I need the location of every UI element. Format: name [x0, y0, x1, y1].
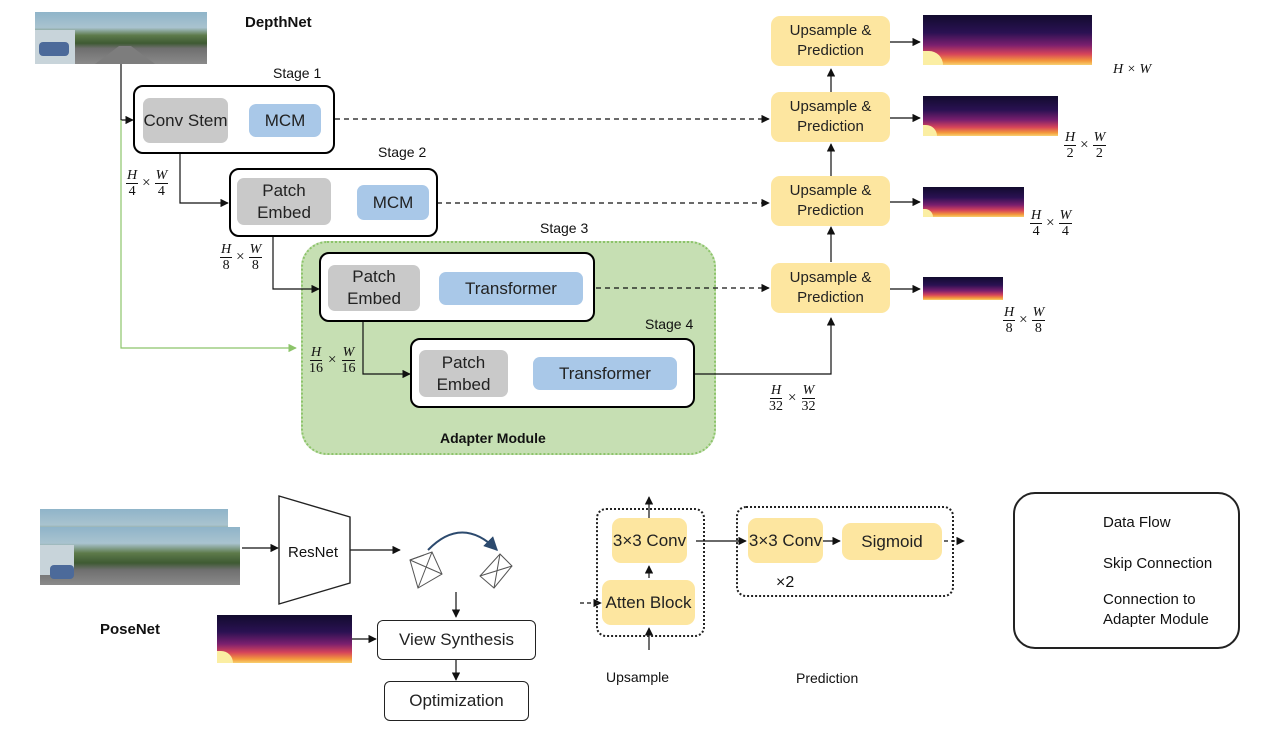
legend-adapter-connection: Connection to Adapter Module	[1103, 591, 1209, 628]
conv-stem-block: Conv Stem	[143, 98, 228, 143]
transformer-block-stage4: Transformer	[533, 357, 677, 390]
legend-data-flow: Data Flow	[1103, 514, 1171, 531]
depth-map-eighth	[923, 277, 1003, 300]
upsample-prediction-block-3: Upsample & Prediction	[771, 176, 890, 226]
legend-skip-connection: Skip Connection	[1103, 555, 1213, 572]
legend-box	[1013, 492, 1240, 649]
resnet-label: ResNet	[288, 544, 339, 561]
repeat-label: ×2	[776, 574, 795, 591]
prediction-detail-box	[736, 506, 954, 597]
patch-embed-block-stage2: Patch Embed	[237, 178, 331, 225]
resnet-trapezoid-shape	[278, 495, 351, 605]
atten-block: Atten Block	[602, 580, 695, 625]
patch-embed-block-stage4: Patch Embed	[419, 350, 508, 397]
stage3-label: Stage 3	[540, 220, 589, 236]
mcm-block-stage1: MCM	[249, 104, 321, 137]
depthnet-title: DepthNet	[245, 14, 312, 31]
transformer-block-stage3: Transformer	[439, 272, 583, 305]
depth-map-full	[923, 15, 1092, 65]
posenet-title: PoseNet	[100, 621, 161, 638]
optimization-block: Optimization	[384, 681, 529, 721]
posenet-input-image-front	[40, 527, 240, 585]
depth-map-quarter	[923, 187, 1024, 217]
depth-map-half	[923, 96, 1058, 136]
upsample-prediction-block-2: Upsample & Prediction	[771, 92, 890, 142]
prediction-conv-block: 3×3 Conv	[748, 518, 823, 563]
view-synthesis-block: View Synthesis	[377, 620, 536, 660]
posenet-depth-map	[217, 615, 352, 663]
input-street-image	[35, 12, 207, 64]
stage4-label: Stage 4	[645, 316, 694, 332]
upsample-prediction-block-4: Upsample & Prediction	[771, 263, 890, 313]
scale-label-full: H × W	[1113, 62, 1152, 77]
upsample-detail-box	[596, 508, 705, 637]
patch-embed-block-stage3: Patch Embed	[328, 265, 420, 311]
stage1-label: Stage 1	[273, 65, 322, 81]
sigmoid-block: Sigmoid	[842, 523, 942, 560]
upsample-prediction-block-1: Upsample & Prediction	[771, 16, 890, 66]
camera-pose-icons	[409, 551, 513, 589]
prediction-caption: Prediction	[796, 670, 859, 686]
stage2-label: Stage 2	[378, 144, 427, 160]
upsample-conv-block: 3×3 Conv	[612, 518, 687, 563]
adapter-module-label: Adapter Module	[440, 430, 546, 446]
mcm-block-stage2: MCM	[357, 185, 429, 220]
upsample-caption: Upsample	[606, 669, 670, 685]
